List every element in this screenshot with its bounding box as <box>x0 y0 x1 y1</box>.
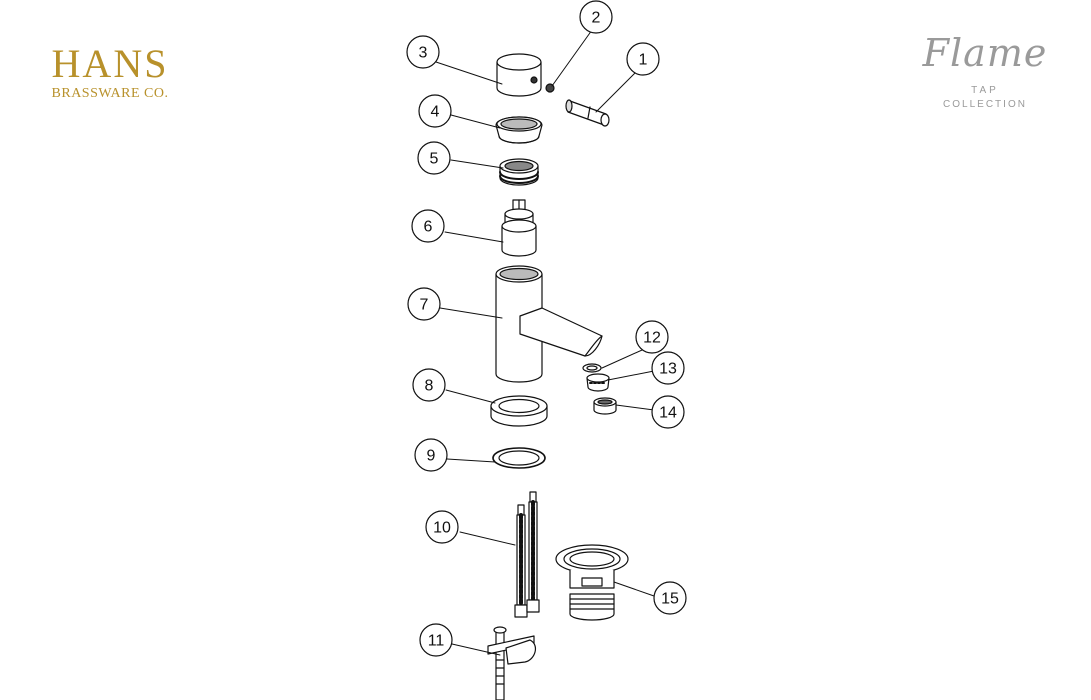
brand-subtitle: BRASSWARE CO. <box>51 86 169 101</box>
callout-9: 9 <box>414 438 448 472</box>
callout-circle <box>653 581 687 615</box>
flame-logo-collection: COLLECTION <box>943 99 1027 110</box>
callout-12: 12 <box>635 320 669 354</box>
callout-circle <box>412 368 446 402</box>
part-cartridge <box>501 199 537 257</box>
callout-label: 10 <box>433 520 451 537</box>
flame-logo-tap: TAP <box>971 85 999 96</box>
callout-circle <box>419 623 453 657</box>
callout-10: 10 <box>425 510 459 544</box>
callout-circle <box>626 42 660 76</box>
part-handle-cap <box>496 53 542 97</box>
callout-4: 4 <box>418 94 452 128</box>
callout-13: 13 <box>651 351 685 385</box>
part-aerator-housing <box>593 397 617 415</box>
callout-label: 8 <box>425 378 434 395</box>
callout-circle <box>417 141 451 175</box>
part-aerator-insert <box>586 373 610 392</box>
callout-circle <box>425 510 459 544</box>
callout-circle <box>651 351 685 385</box>
callout-circle <box>635 320 669 354</box>
callout-6: 6 <box>411 209 445 243</box>
callout-2: 2 <box>579 0 613 34</box>
callout-label: 14 <box>659 405 677 422</box>
flame-logo: Flame TAP COLLECTION <box>905 18 1065 118</box>
part-base-collar <box>490 395 548 427</box>
part-aerator-washer <box>582 363 602 373</box>
hans-logo: HANS BRASSWARE CO. <box>40 42 180 102</box>
part-base-gasket <box>492 447 546 469</box>
callout-label: 2 <box>592 10 601 27</box>
callout-circle <box>407 287 441 321</box>
callout-circle <box>651 395 685 429</box>
callout-circle <box>579 0 613 34</box>
part-nut <box>499 158 539 186</box>
part-waste <box>555 544 629 621</box>
callout-7: 7 <box>407 287 441 321</box>
callout-label: 15 <box>661 591 679 608</box>
part-fixing-stud <box>487 626 537 700</box>
leader-lines <box>435 29 655 656</box>
callout-label: 6 <box>424 219 433 236</box>
callout-label: 7 <box>420 297 429 314</box>
callout-circle <box>414 438 448 472</box>
callout-label: 4 <box>431 104 440 121</box>
callout-label: 1 <box>639 52 648 69</box>
callout-1: 1 <box>626 42 660 76</box>
callout-label: 3 <box>419 45 428 62</box>
callout-circle <box>411 209 445 243</box>
callout-8: 8 <box>412 368 446 402</box>
callout-14: 14 <box>651 395 685 429</box>
callout-label: 13 <box>659 361 677 378</box>
callout-circle <box>406 35 440 69</box>
callout-circle <box>418 94 452 128</box>
callout-15: 15 <box>653 581 687 615</box>
callout-label: 5 <box>430 151 439 168</box>
callout-label: 9 <box>427 448 436 465</box>
callout-label: 12 <box>643 330 661 347</box>
part-shroud <box>495 116 543 144</box>
brand-name: HANS <box>51 41 169 86</box>
part-body <box>495 265 603 383</box>
callout-5: 5 <box>417 141 451 175</box>
callout-11: 11 <box>419 623 453 657</box>
callout-label: 11 <box>428 633 445 650</box>
part-lever <box>565 99 610 127</box>
part-flexi-hoses <box>514 491 540 618</box>
callout-3: 3 <box>406 35 440 69</box>
flame-logo-script: Flame <box>922 31 1048 75</box>
